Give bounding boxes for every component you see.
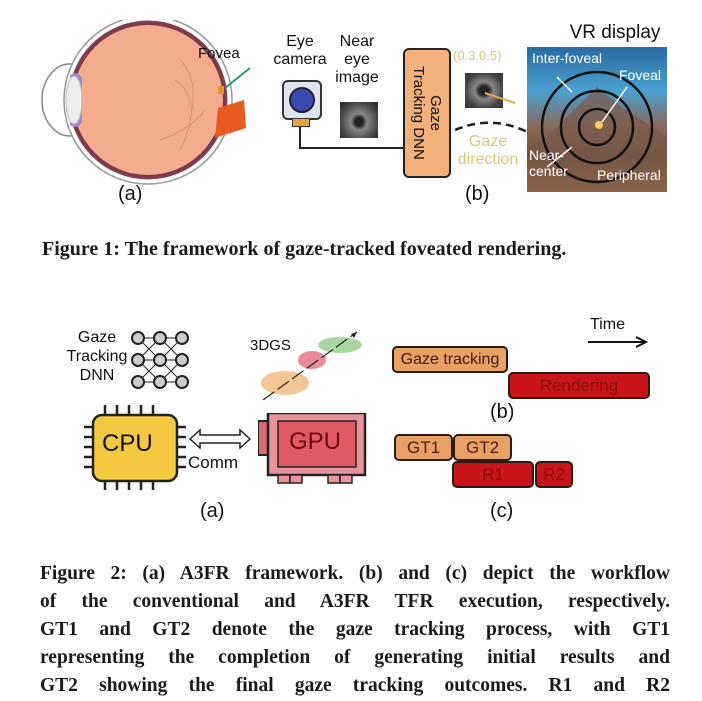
inter-foveal-label: Inter-foveal [532, 50, 603, 66]
dnn-label: Gaze Tracking DNN [66, 329, 128, 384]
gaze-coordinate: (0.3,0.5) [453, 48, 502, 63]
cpu-chip-icon [84, 405, 186, 490]
time-label: Time [590, 316, 625, 333]
r1-bar: R1 [452, 461, 534, 488]
cpu-label: CPU [102, 430, 153, 457]
3dgs-gaussians-icon [261, 331, 362, 400]
eye-anatomy-illustration [41, 15, 251, 185]
figure1-caption: Figure 1: The framework of gaze-tracked … [42, 238, 567, 260]
time-arrow-icon [588, 336, 649, 348]
eye-camera-label: Eye camera [273, 33, 327, 68]
camera-connector-line [299, 126, 403, 149]
foveal-label: Foveal [619, 67, 662, 83]
caption-line: GT1 and GT2 denote the gaze tracking pro… [40, 619, 670, 640]
rendering-bar: Rendering [508, 372, 650, 399]
figure1-panel-b: Eye camera Near eye image Gaze Tracking … [270, 28, 535, 213]
r2-bar: R2 [535, 461, 573, 488]
caption-line: GT2 showing the final gaze tracking outc… [40, 675, 670, 696]
figure1-b-label: (b) [465, 183, 490, 205]
figure2-caption: Figure 2: (a) A3FR framework. (b) and (c… [40, 560, 670, 700]
gt1-bar: GT1 [394, 434, 453, 461]
near-eye-image-label: Near eye image [335, 33, 379, 86]
foveation-rings [527, 70, 667, 192]
comm-double-arrow-icon [188, 428, 252, 450]
comm-label: Comm [188, 453, 239, 472]
fovea-label: Fovea [198, 45, 240, 62]
neural-network-icon [131, 331, 189, 389]
near-center-label: Near- center [529, 147, 568, 179]
figure1-panel-a: Fovea (a) [30, 15, 260, 210]
figure2-b-label: (b) [490, 401, 515, 423]
vr-display-title: VR display [569, 22, 661, 43]
caption-line: of the conventional and A3FR TFR executi… [40, 591, 670, 612]
figure2-a-label: (a) [200, 500, 225, 522]
figure2-c-label: (c) [490, 500, 514, 522]
gpu-card-icon [258, 413, 367, 484]
gaze-tracking-bar: Gaze tracking [392, 346, 508, 373]
gpu-label: GPU [289, 428, 342, 455]
figure1-a-label: (a) [118, 183, 143, 205]
caption-line: Figure 2: (a) A3FR framework. (b) and (c… [40, 563, 670, 584]
gt2-bar: GT2 [453, 434, 512, 461]
gaze-eye-image [465, 73, 503, 108]
gaze-direction-label: Gaze direction [457, 133, 519, 168]
near-eye-image [340, 102, 378, 138]
caption-line: representing the completion of generatin… [40, 647, 670, 668]
gaze-tracking-dnn-box: Gaze Tracking DNN [403, 48, 451, 178]
3dgs-label: 3DGS [250, 337, 291, 354]
peripheral-label: Peripheral [597, 167, 661, 183]
vr-display-image: Inter-foveal Foveal Near- center Periphe… [527, 47, 667, 192]
